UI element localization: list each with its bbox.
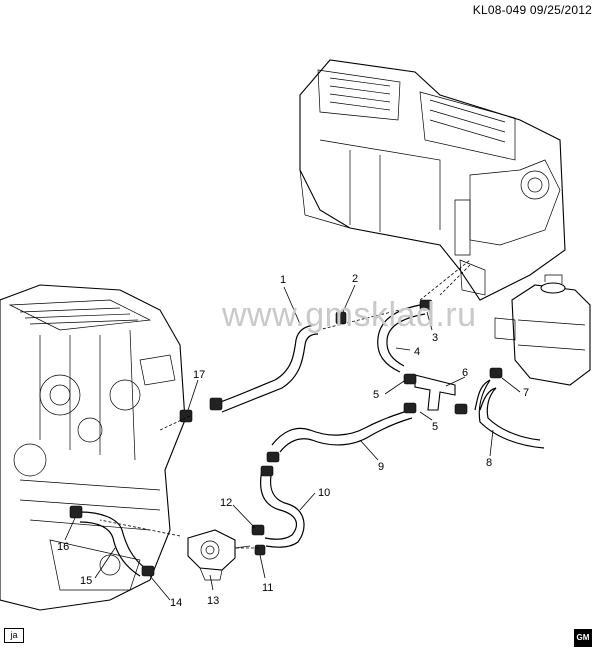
hose-9 [271, 409, 411, 446]
clamp-5-right [454, 403, 468, 415]
gm-logo-icon: GM [574, 629, 592, 647]
clamp-16 [69, 505, 83, 519]
callout-1: 1 [280, 274, 286, 286]
hose-1 [214, 324, 316, 405]
clamp-10 [260, 465, 274, 477]
callout-2: 2 [352, 273, 358, 285]
corner-tag-left: ja [4, 628, 24, 643]
callout-12: 12 [220, 497, 232, 509]
clamp-14 [141, 565, 155, 577]
clamp-2 [335, 311, 347, 325]
hose-10 [259, 469, 298, 540]
callout-15: 15 [80, 575, 92, 587]
callout-14: 14 [170, 597, 182, 609]
clamp-9 [266, 451, 280, 463]
coolant-reservoir [494, 274, 591, 386]
water-pump-13 [187, 529, 251, 581]
hose-15 [79, 511, 146, 569]
callout-17: 17 [193, 369, 205, 381]
clamp-11 [254, 544, 266, 556]
callout-5-second: 5 [432, 421, 438, 433]
callout-6: 6 [462, 367, 468, 379]
diagram-reference: KL08-049 09/25/2012 [472, 3, 592, 17]
watermark: www.gmsklad.ru [222, 296, 477, 334]
callout-8: 8 [486, 457, 492, 469]
hose-4 [377, 304, 421, 373]
hvac-module [299, 59, 566, 301]
clamp-1-end [209, 397, 223, 411]
clamp-17 [179, 409, 193, 423]
callout-4: 4 [414, 346, 420, 358]
callout-16: 16 [57, 541, 69, 553]
callout-3: 3 [432, 332, 438, 344]
tee-fitting-6 [414, 374, 456, 411]
engine-block [0, 284, 186, 611]
callout-5: 5 [373, 389, 379, 401]
callout-9: 9 [378, 461, 384, 473]
clamp-5-upper [403, 373, 417, 385]
clamp-7 [489, 367, 503, 379]
callout-13: 13 [207, 595, 219, 607]
callout-11: 11 [262, 582, 273, 594]
callout-10: 10 [318, 487, 330, 499]
callout-7: 7 [523, 387, 529, 399]
hose-8 [474, 379, 541, 441]
clamp-5-lower [403, 402, 417, 414]
